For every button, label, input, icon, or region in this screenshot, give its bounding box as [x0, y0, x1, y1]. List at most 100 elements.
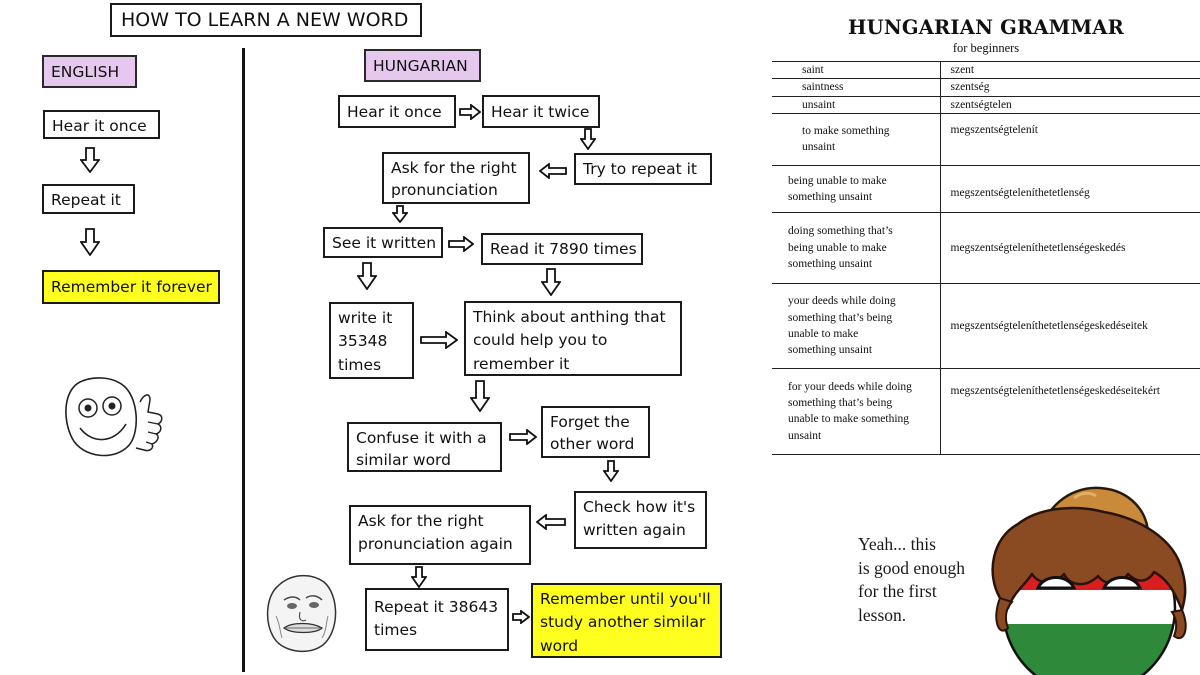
hu-step-write-times: write it 35348 times: [329, 302, 414, 379]
hu-step-see-written: See it written: [323, 227, 443, 258]
english-line: doing something that’s: [788, 225, 893, 238]
check-line-1: Check how it's: [583, 498, 696, 516]
remember-line-3: word: [540, 636, 579, 655]
hungarian-cell: megszentségteleníthetetlenségeskedéseite…: [940, 282, 1200, 369]
english-step-repeat: Repeat it: [42, 184, 135, 214]
page-title: HOW TO LEARN A NEW WORD: [110, 3, 422, 37]
think-line-2: could help you to: [473, 331, 608, 350]
left-arrow-icon: [539, 163, 567, 179]
confuse-line-2: similar word: [356, 451, 451, 470]
english-line: unsaint: [802, 141, 836, 154]
english-step-remember-forever: Remember it forever: [42, 270, 220, 304]
english-cell: unsaint: [772, 95, 941, 114]
table-row: being unable to make something unsaint m…: [772, 164, 1200, 213]
caption-line: is good enough: [858, 557, 965, 578]
ask-pronunciation-line-2: pronunciation: [391, 181, 498, 200]
table-row: saintness szentség: [772, 78, 1200, 97]
english-cell: saintness: [772, 78, 941, 97]
down-arrow-icon: [541, 268, 561, 296]
caption-line: Yeah... this: [858, 534, 936, 554]
down-arrow-icon: [80, 228, 100, 256]
right-arrow-icon: [448, 236, 474, 252]
check-line-2: written again: [583, 521, 686, 540]
hu-step-hear-once: Hear it once: [338, 95, 456, 128]
caption-text: Yeah... this is good enough for the firs…: [858, 533, 1008, 627]
table-row: unsaint szentségtelen: [772, 95, 1200, 114]
happy-thumbs-up-face-icon: [65, 377, 163, 457]
table-row: your deeds while doing something that’s …: [772, 282, 1200, 369]
forever-alone-face-icon: [266, 574, 337, 653]
hu-step-ask-pronunciation: Ask for the right pronunciation: [382, 152, 530, 204]
hu-step-think: Think about anthing that could help you …: [464, 301, 682, 376]
english-header: ENGLISH: [42, 55, 137, 88]
english-line: something that’s being: [788, 397, 893, 410]
down-arrow-icon: [357, 262, 377, 290]
down-arrow-icon: [470, 380, 490, 412]
hungarian-cell: megszentségteleníthetetlenség: [940, 164, 1200, 213]
hu-step-try-repeat: Try to repeat it: [574, 153, 712, 185]
hu-step-check-written: Check how it's written again: [574, 491, 707, 549]
hungarian-cell: szent: [940, 60, 1200, 80]
right-arrow-icon: [420, 331, 458, 349]
ask-again-line-2: pronunciation again: [358, 535, 513, 554]
hungarian-cell: szentség: [940, 78, 1200, 97]
english-line: your deeds while doing: [788, 295, 896, 308]
hu-step-confuse: Confuse it with a similar word: [347, 422, 502, 472]
english-line: something unsaint: [788, 344, 873, 357]
hu-step-forget: Forget the other word: [541, 406, 650, 458]
hungarian-cell: megszentségteleníthetetlenségeskedéseite…: [940, 367, 1200, 455]
grammar-subtitle: for beginners: [952, 41, 1020, 55]
right-arrow-icon: [509, 429, 537, 445]
hungary-countryball-icon: [991, 486, 1187, 675]
hu-step-remember-until: Remember until you'll study another simi…: [531, 583, 722, 658]
hungarian-cell: szentségtelen: [940, 95, 1200, 114]
english-cell: for your deeds while doing something tha…: [772, 367, 941, 455]
english-line: for your deeds while doing: [788, 380, 912, 393]
forget-line-2: other word: [550, 435, 635, 454]
hungarian-header: HUNGARIAN: [364, 49, 481, 82]
english-line: being unable to make: [788, 174, 887, 187]
right-arrow-icon: [512, 610, 530, 624]
english-line: to make something: [802, 125, 890, 138]
confuse-line-1: Confuse it with a: [356, 429, 487, 447]
english-line: something that’s being: [788, 311, 893, 324]
english-cell: to make something unsaint: [772, 112, 941, 166]
grammar-title: HUNGARIAN GRAMMAR: [847, 16, 1124, 39]
english-step-hear-once: Hear it once: [43, 110, 160, 139]
english-line: unable to make: [788, 327, 859, 340]
down-arrow-icon: [411, 566, 427, 588]
write-line-2: 35348: [338, 332, 388, 351]
grammar-table: saint szent saintness szentség unsaint s…: [772, 60, 1200, 455]
hu-step-ask-again: Ask for the right pronunciation again: [349, 505, 531, 565]
remember-line-2: study another similar: [540, 613, 706, 632]
down-arrow-icon: [80, 147, 100, 173]
table-row: saint szent: [772, 60, 1200, 80]
think-line-1: Think about anthing that: [473, 308, 666, 326]
down-arrow-icon: [603, 460, 619, 482]
hungarian-cell: megszentségteleníthetetlenségeskedés: [940, 211, 1200, 284]
ask-pronunciation-line-1: Ask for the right: [391, 159, 517, 177]
down-arrow-icon: [580, 128, 596, 150]
write-line-3: times: [338, 355, 382, 374]
repeat-line-1: Repeat it 38643: [374, 598, 499, 616]
english-cell: being unable to make something unsaint: [772, 164, 941, 213]
caption-line: lesson.: [858, 604, 907, 625]
left-arrow-icon: [536, 514, 566, 530]
english-line: something unsaint: [788, 190, 873, 203]
hu-step-read-times: Read it 7890 times: [481, 233, 643, 265]
forget-line-1: Forget the: [550, 413, 630, 431]
column-divider: [242, 48, 245, 672]
repeat-line-2: times: [374, 621, 418, 640]
english-line: being unable to make: [788, 241, 887, 254]
english-cell: doing something that’s being unable to m…: [772, 211, 941, 284]
ask-again-line-1: Ask for the right: [358, 512, 484, 530]
english-line: unable to make something: [788, 413, 910, 426]
hungarian-cell: megszentségtelenít: [940, 112, 1200, 166]
remember-line-1: Remember until you'll: [540, 590, 711, 608]
hu-step-repeat-times: Repeat it 38643 times: [365, 588, 509, 651]
think-line-3: remember it: [473, 354, 570, 373]
english-cell: your deeds while doing something that’s …: [772, 282, 941, 369]
table-row: for your deeds while doing something tha…: [772, 367, 1200, 455]
english-line: unsaint: [788, 429, 822, 442]
down-arrow-icon: [392, 205, 408, 223]
